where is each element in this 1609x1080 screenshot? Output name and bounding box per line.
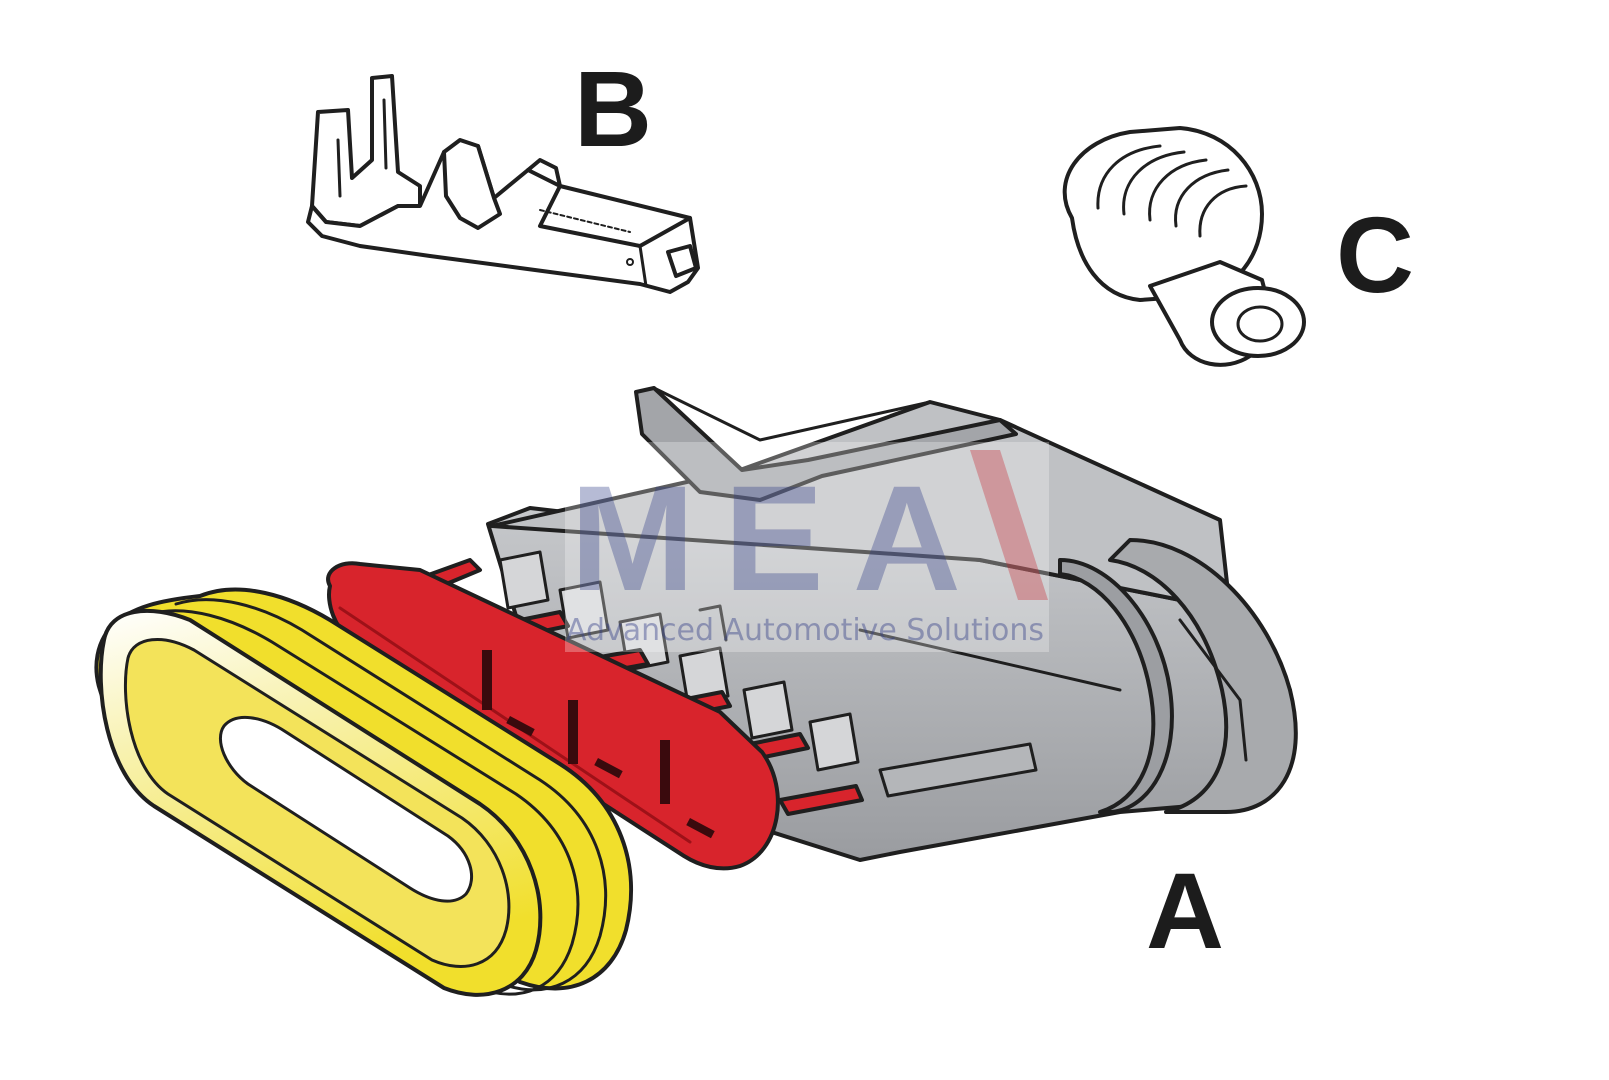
terminal-retainer-icon [326,558,864,871]
wire-seal-icon [1062,126,1306,367]
terminal-label: B [574,48,652,169]
seal-label: C [1336,194,1414,315]
watermark-tagline: Advanced Automotive Solutions [566,613,1044,648]
watermark-logo: MEA [570,454,965,622]
watermark-red-stripe [970,450,1048,600]
gasket-seal-icon [94,587,634,997]
watermark: MEA Advanced Automotive Solutions [565,442,1049,652]
housing-label: A [1146,850,1224,971]
crimp-terminal-icon [306,74,700,294]
watermark-panel [565,442,1049,652]
